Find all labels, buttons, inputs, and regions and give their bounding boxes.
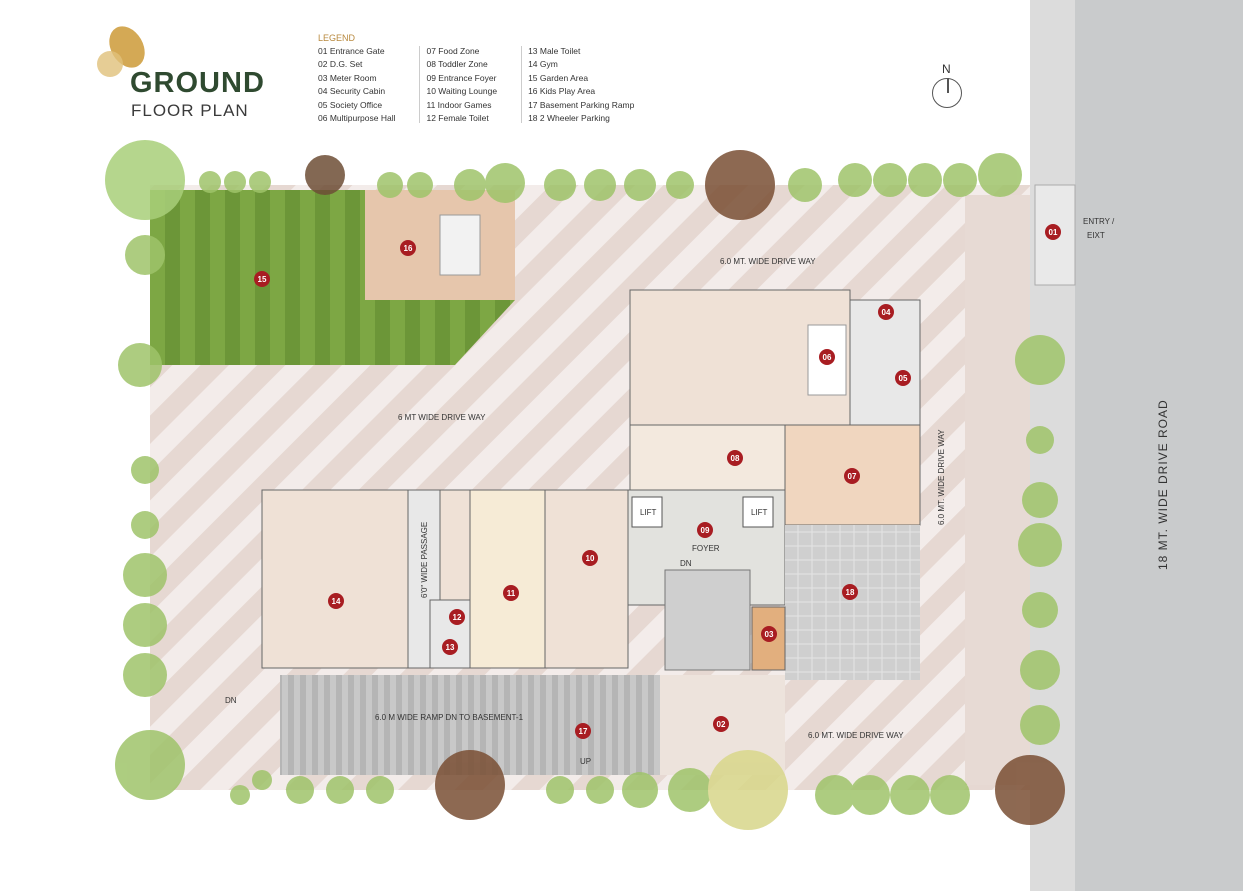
marker-08: 08 xyxy=(731,454,740,463)
marker-18: 18 xyxy=(846,588,855,597)
marker-16: 16 xyxy=(404,244,413,253)
society-office xyxy=(849,299,921,426)
label-passage: 6'0" WIDE PASSAGE xyxy=(420,522,429,598)
legend-item: 02 D.G. Set xyxy=(318,59,363,70)
label-lift-1: LIFT xyxy=(640,508,657,517)
toilets xyxy=(429,599,471,669)
marker-09: 09 xyxy=(701,526,710,535)
legend: LEGEND 01 Entrance Gate 02 D.G. Set 03 Met… xyxy=(318,33,644,123)
marker-11: 11 xyxy=(507,589,516,598)
legend-item: 07 Food Zone xyxy=(426,46,480,56)
leaf-logo xyxy=(97,26,145,77)
marker-04: 04 xyxy=(882,308,891,317)
legend-item: 05 Society Office xyxy=(318,99,383,110)
trees xyxy=(105,140,1065,830)
label-dn-stairs: DN xyxy=(680,559,692,568)
marker-05: 05 xyxy=(899,374,908,383)
label-ramp: 6.0 M WIDE RAMP DN TO BASEMENT-1 xyxy=(375,713,524,722)
marker-01: 01 xyxy=(1049,228,1058,237)
legend-item: 09 Entrance Foyer xyxy=(426,72,497,83)
road xyxy=(1075,0,1243,891)
legend-item: 04 Security Cabin xyxy=(318,86,386,97)
legend-item: 10 Waiting Lounge xyxy=(426,86,498,97)
compass-label: N xyxy=(942,62,951,76)
marker-10: 10 xyxy=(586,554,595,563)
title-floor-plan: FLOOR PLAN xyxy=(131,101,249,120)
waiting-lounge xyxy=(544,489,629,669)
legend-item: 18 2 Wheeler Parking xyxy=(528,112,610,123)
marker-07: 07 xyxy=(848,472,857,481)
label-lift-2: LIFT xyxy=(751,508,768,517)
legend-heading: LEGEND xyxy=(318,33,356,43)
marker-15: 15 xyxy=(258,275,267,284)
label-exit: EIXT xyxy=(1087,231,1105,240)
label-drive-mid: 6 MT WIDE DRIVE WAY xyxy=(398,413,486,422)
legend-item: 15 Garden Area xyxy=(528,72,589,83)
title-ground: GROUND xyxy=(130,67,265,99)
staircase xyxy=(664,569,751,671)
label-dn-ramp: DN xyxy=(225,696,237,705)
legend-item: 01 Entrance Gate xyxy=(318,46,385,56)
marker-12: 12 xyxy=(453,613,462,622)
north-compass-icon: N xyxy=(932,62,964,108)
marker-17: 17 xyxy=(579,727,588,736)
legend-item: 14 Gym xyxy=(528,59,558,70)
legend-item: 08 Toddler Zone xyxy=(426,59,488,70)
legend-item: 06 Multipurpose Hall xyxy=(318,112,396,123)
legend-item: 11 Indoor Games xyxy=(426,99,492,110)
toddler-zone xyxy=(629,424,786,491)
legend-item: 16 Kids Play Area xyxy=(528,86,596,97)
legend-item: 03 Meter Room xyxy=(318,72,377,83)
marker-06: 06 xyxy=(823,353,832,362)
marker-03: 03 xyxy=(765,630,774,639)
label-up: UP xyxy=(580,757,591,766)
label-drive-bottom: 6.0 MT. WIDE DRIVE WAY xyxy=(808,731,904,740)
room-markers: 01 02 03 04 05 06 07 08 09 10 11 12 13 1… xyxy=(254,224,1061,739)
label-road: 18 MT. WIDE DRIVE ROAD xyxy=(1156,399,1170,570)
two-wheeler-parking xyxy=(785,525,920,680)
label-drive-right: 6.0 MT. WIDE DRIVE WAY xyxy=(937,429,946,525)
label-entry: ENTRY / xyxy=(1083,217,1115,226)
indoor-games xyxy=(469,489,546,669)
label-drive-top: 6.0 MT. WIDE DRIVE WAY xyxy=(720,257,816,266)
marker-02: 02 xyxy=(717,720,726,729)
marker-14: 14 xyxy=(332,597,341,606)
marker-13: 13 xyxy=(446,643,455,652)
legend-item: 13 Male Toilet xyxy=(528,46,581,56)
legend-item: 12 Female Toilet xyxy=(426,112,489,123)
gym xyxy=(261,489,409,669)
entrance-gate xyxy=(1034,184,1076,286)
label-foyer: FOYER xyxy=(692,544,720,553)
legend-item: 17 Basement Parking Ramp xyxy=(528,99,635,110)
